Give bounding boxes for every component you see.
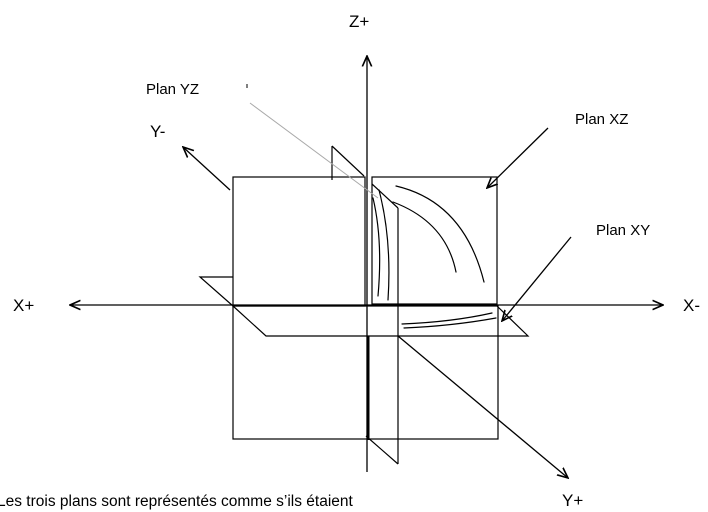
- axes: [70, 56, 663, 478]
- label-plan-yz: Plan YZ: [146, 81, 199, 98]
- label-z-plus: Z+: [349, 12, 369, 31]
- label-plan-xz: Plan XZ: [575, 111, 628, 128]
- plan-xz-arrow: [487, 127, 549, 188]
- axis-y-plus: [397, 335, 568, 478]
- caption: Les trois plans sont représentés comme s…: [0, 493, 353, 510]
- label-y-plus: Y+: [562, 491, 583, 510]
- plan-xy-arrow: [502, 236, 572, 321]
- axis-y: [183, 147, 231, 191]
- plan-yz-leader: [249, 102, 379, 199]
- label-x-minus: X-: [683, 296, 700, 315]
- curve-yz-1: [372, 197, 381, 297]
- label-x-plus: X+: [13, 296, 34, 315]
- curve-xy-2: [403, 317, 497, 329]
- curve-xz-inner: [392, 201, 457, 273]
- curve-yz-2: [378, 189, 390, 301]
- label-plan-xy: Plan XY: [596, 222, 650, 239]
- curve-xy-1: [401, 312, 493, 325]
- pointers: [246, 84, 572, 321]
- curves: [372, 185, 497, 329]
- curve-xz-outer: [395, 185, 485, 283]
- plane-xz: [232, 176, 499, 440]
- label-y-minus: Y-: [150, 122, 165, 141]
